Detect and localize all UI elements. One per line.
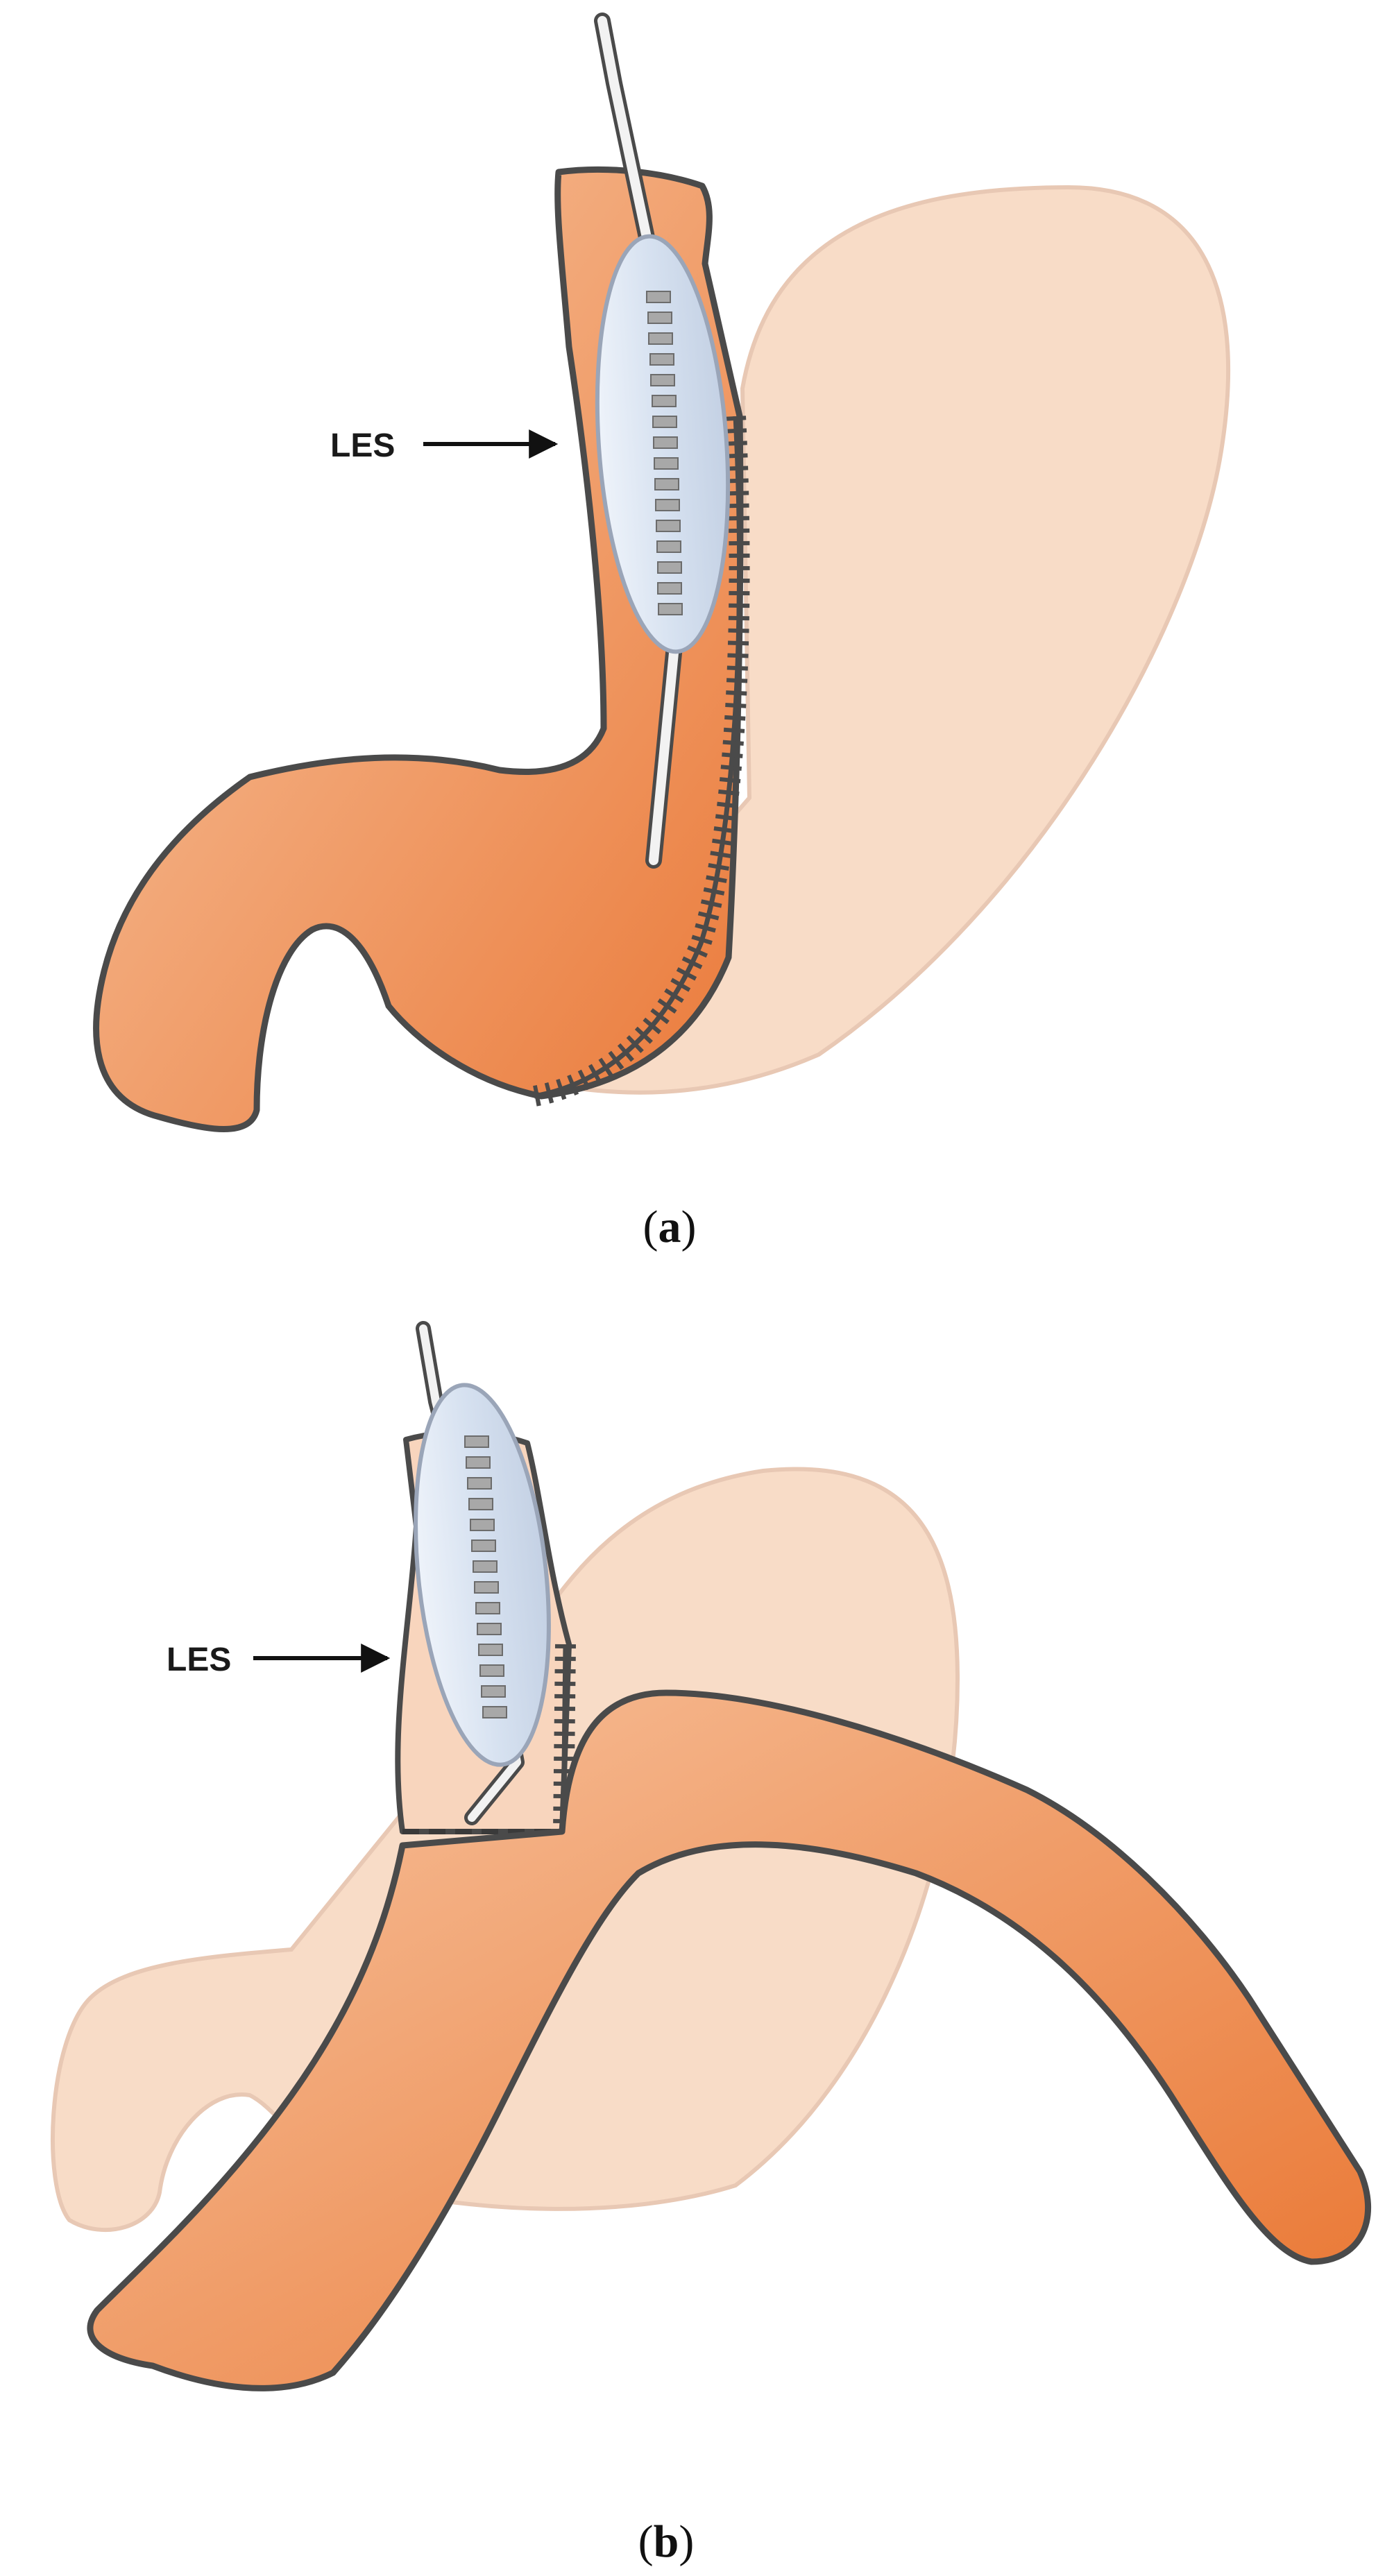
sensor-array-a (646, 291, 683, 615)
panel-b: LES (b) (51, 1321, 1372, 2567)
caption-a: (a) (643, 1202, 697, 1252)
sensor-array-b (464, 1435, 507, 1718)
panel-a: LES (a) (93, 12, 1231, 1252)
esophagus-stomach-a (93, 166, 744, 1132)
les-label-b: LES (167, 1641, 231, 1678)
wrap-edge-a (534, 416, 742, 1099)
roux-limb-b (87, 1689, 1372, 2391)
balloon-b (414, 1383, 551, 1767)
caption-b: (b) (638, 2516, 695, 2567)
les-label-a: LES (330, 427, 395, 464)
